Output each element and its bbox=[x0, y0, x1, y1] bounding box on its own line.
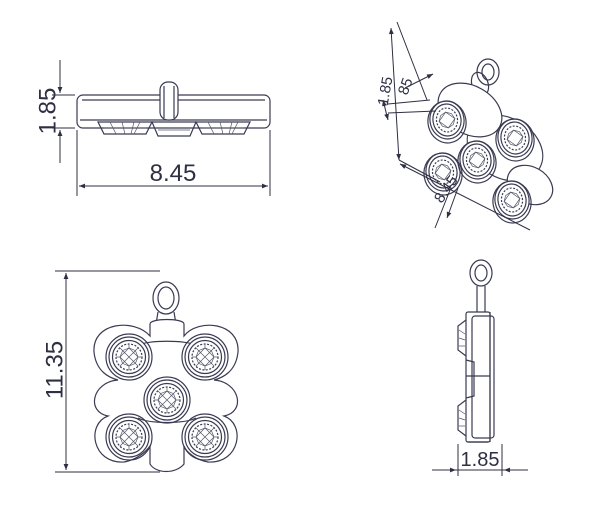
side-width-label: 1.85 bbox=[461, 449, 500, 471]
front-height-label: 1.85 bbox=[34, 88, 61, 135]
side-view bbox=[457, 259, 495, 443]
front-width-label: 8.45 bbox=[150, 160, 197, 187]
front-width-dimension: 8.45 bbox=[76, 130, 271, 196]
iso-dim-b-label: 85 bbox=[395, 76, 417, 97]
main-view bbox=[93, 281, 239, 473]
front-view bbox=[76, 81, 271, 137]
front-height-dimension: 1.85 bbox=[34, 60, 75, 163]
iso-dim-a-label: 1.85 bbox=[375, 75, 397, 107]
main-height-label: 11.35 bbox=[41, 341, 68, 399]
isometric-view bbox=[422, 58, 554, 224]
main-height-dimension: 11.35 bbox=[41, 270, 160, 473]
side-width-dimension: 1.85 bbox=[432, 444, 528, 476]
